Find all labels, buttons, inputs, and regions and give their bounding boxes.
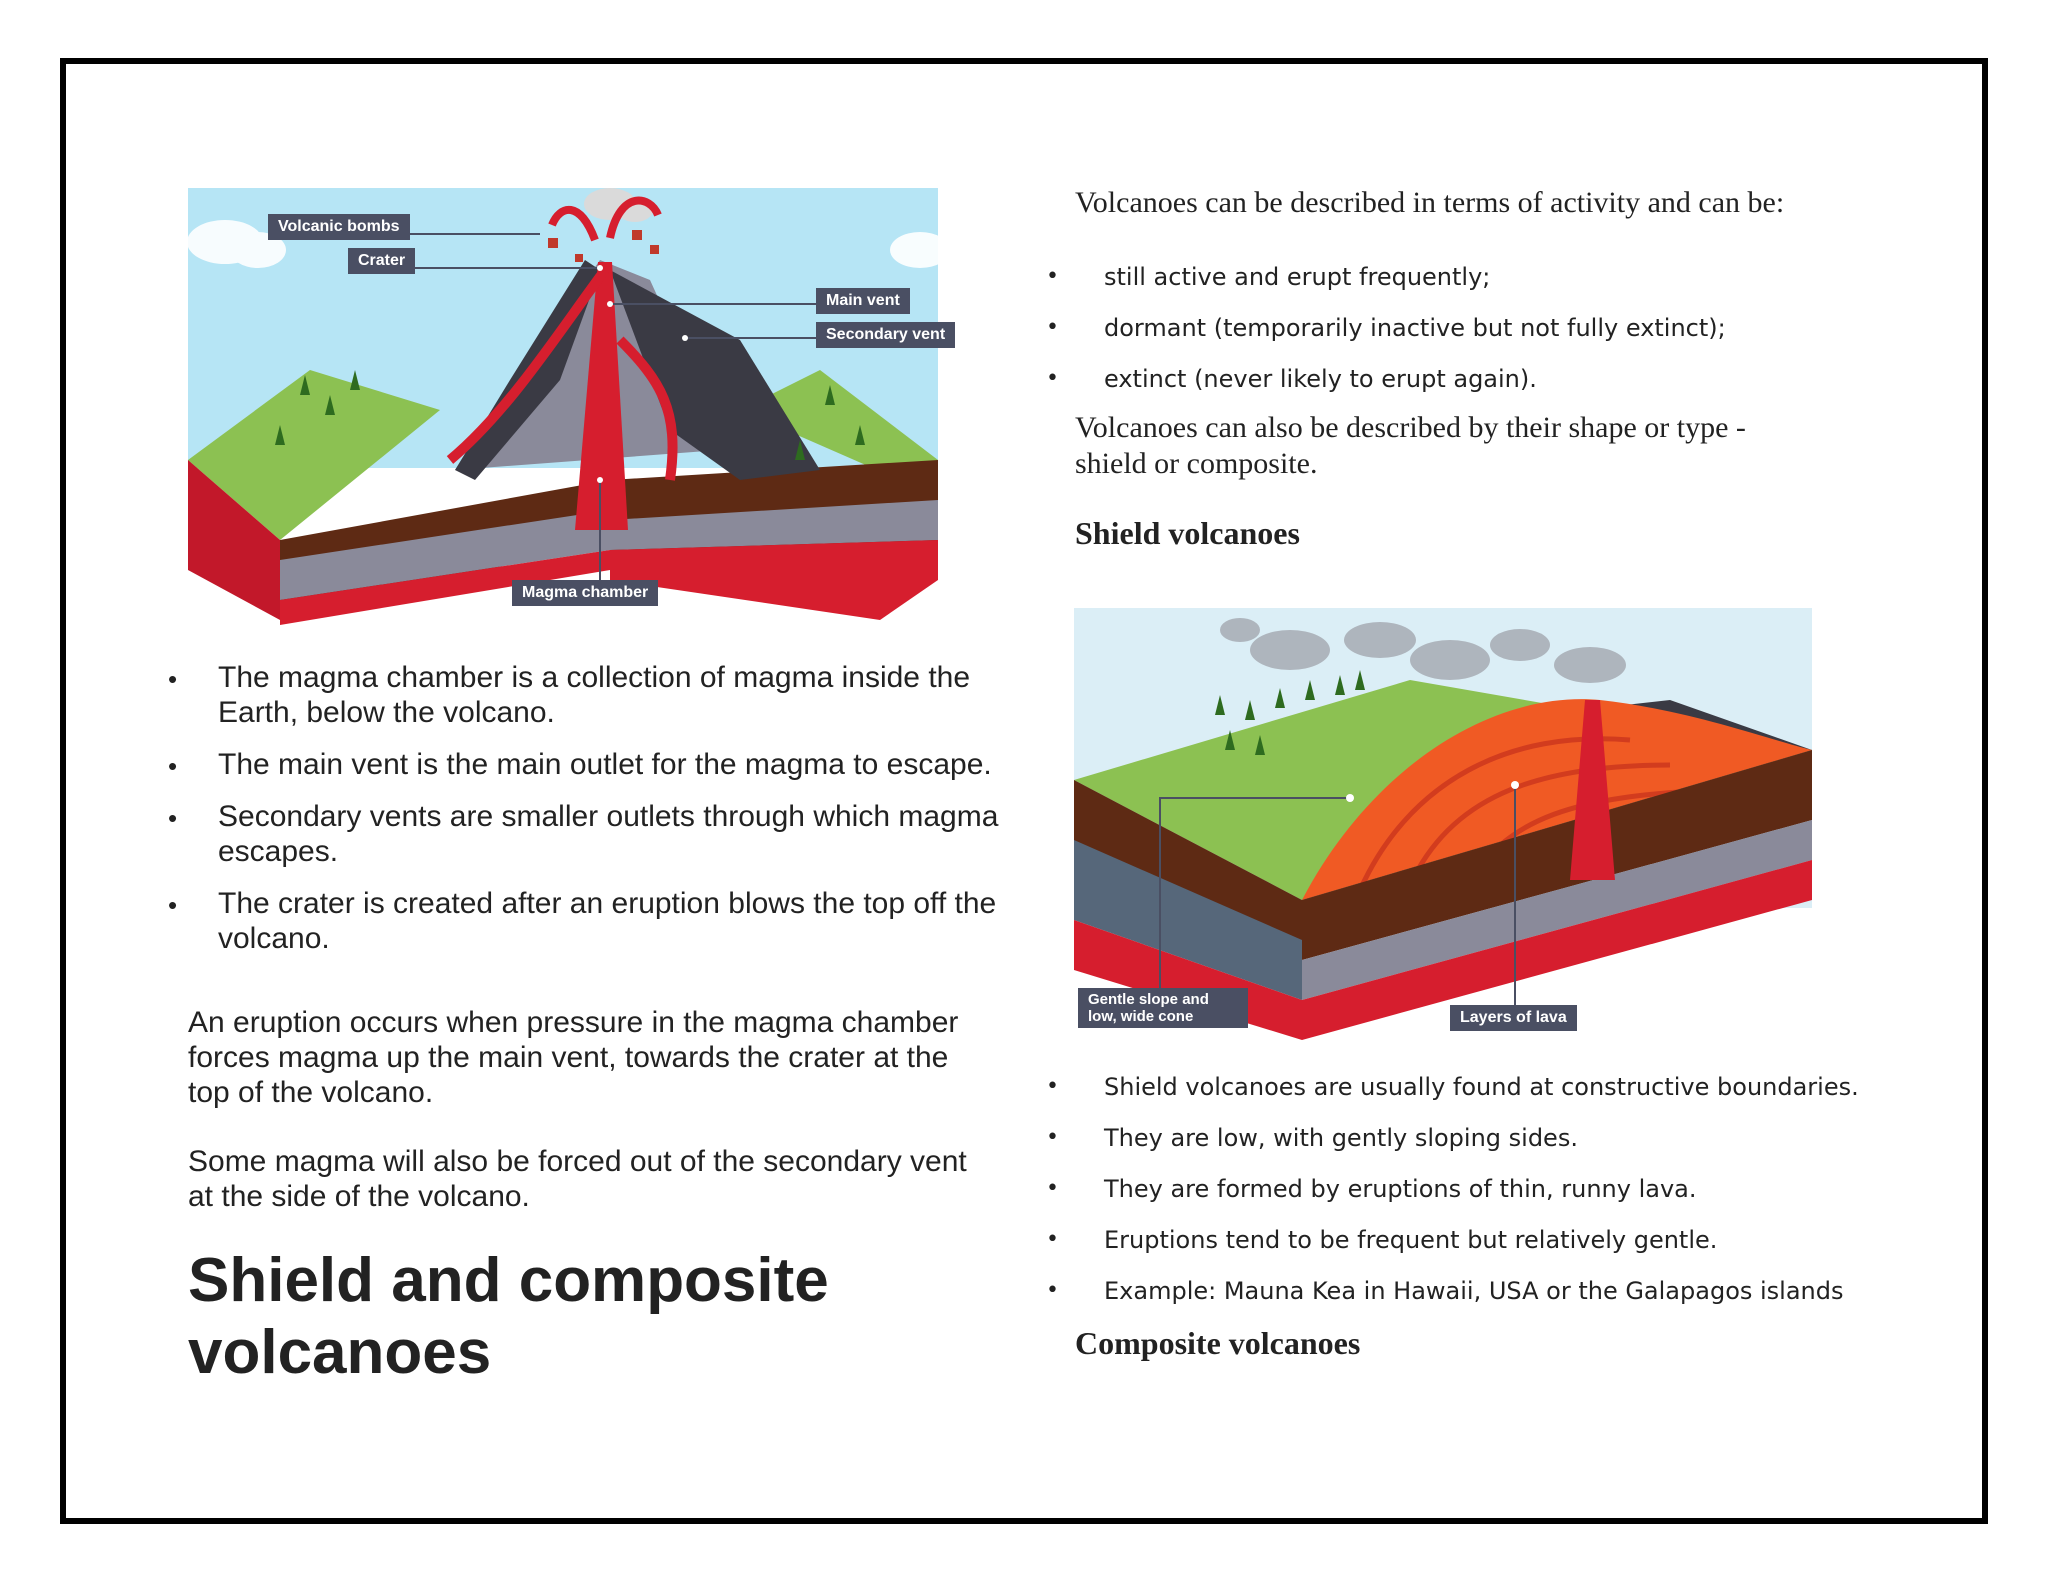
list-item: The crater is created after an eruption …: [168, 886, 1002, 956]
label-layers-of-lava: Layers of lava: [1450, 1005, 1577, 1031]
shape-paragraph: Volcanoes can also be described by their…: [1075, 411, 1746, 480]
label-crater: Crater: [348, 248, 416, 274]
volcano-cross-section-illustration: [187, 188, 950, 625]
list-item: extinct (never likely to erupt again).: [1046, 364, 1880, 394]
list-item: still active and erupt frequently;: [1046, 262, 1880, 292]
shield-volcano-illustration: [1074, 608, 1812, 1040]
label-main-vent: Main vent: [816, 288, 910, 314]
label-gentle-slope: Gentle slope and low, wide cone: [1078, 988, 1248, 1028]
list-item: Example: Mauna Kea in Hawaii, USA or the…: [1046, 1276, 1920, 1306]
list-item: The magma chamber is a collection of mag…: [168, 660, 1002, 730]
volcano-diagram: Volcanic bombs Crater Main vent Secondar…: [180, 180, 980, 630]
list-item: The main vent is the main outlet for the…: [168, 747, 1002, 784]
shield-facts-list: Shield volcanoes are usually found at co…: [1046, 1072, 1920, 1327]
activity-intro: Volcanoes can be described in terms of a…: [1075, 186, 1785, 219]
secondary-vent-paragraph: Some magma will also be forced out of th…: [188, 1145, 967, 1213]
composite-heading: Composite volcanoes: [1075, 1325, 1361, 1361]
shield-volcano-diagram: Gentle slope and low, wide cone Layers o…: [1070, 600, 1820, 1040]
list-item: Secondary vents are smaller outlets thro…: [168, 799, 1002, 869]
list-item: dormant (temporarily inactive but not fu…: [1046, 313, 1880, 343]
list-item: They are formed by eruptions of thin, ru…: [1046, 1174, 1920, 1204]
section-heading: Shield and composite volcanoes: [188, 1246, 829, 1387]
label-magma-chamber: Magma chamber: [512, 580, 659, 606]
list-item: Shield volcanoes are usually found at co…: [1046, 1072, 1920, 1102]
page-border: [60, 58, 1988, 1524]
eruption-paragraph: An eruption occurs when pressure in the …: [188, 1006, 959, 1109]
list-item: They are low, with gently sloping sides.: [1046, 1123, 1920, 1153]
shield-heading: Shield volcanoes: [1075, 515, 1300, 551]
activity-list: still active and erupt frequently; dorma…: [1046, 262, 1880, 415]
list-item: Eruptions tend to be frequent but relati…: [1046, 1225, 1920, 1255]
label-volcanic-bombs: Volcanic bombs: [268, 214, 410, 240]
volcano-parts-list: The magma chamber is a collection of mag…: [168, 660, 1002, 973]
label-secondary-vent: Secondary vent: [816, 322, 956, 348]
